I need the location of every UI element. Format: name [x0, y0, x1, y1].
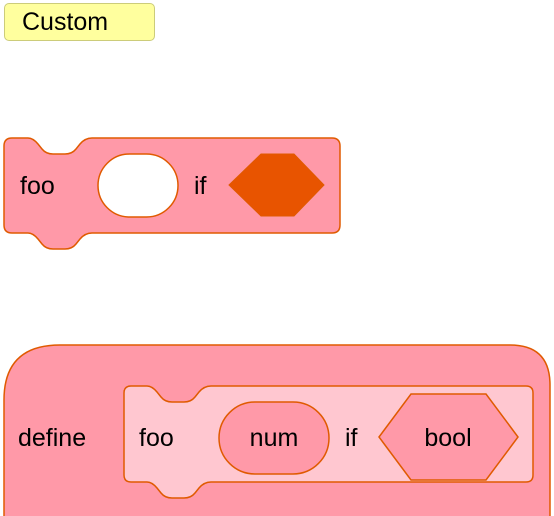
boolean-input-slot[interactable] — [228, 153, 325, 217]
param-num-reporter[interactable] — [218, 401, 330, 475]
define-prototype-block[interactable]: foo num if bool — [123, 385, 534, 499]
prototype-name: foo — [139, 424, 174, 452]
number-input-slot[interactable] — [97, 153, 179, 218]
define-hat-block[interactable]: define foo num if bool — [3, 344, 551, 516]
param-num-label: num — [250, 424, 299, 452]
custom-call-block-foo[interactable]: foo if — [3, 137, 341, 250]
call-block-name: foo — [20, 172, 55, 200]
define-keyword: define — [18, 424, 86, 452]
call-block-if-label: if — [194, 172, 207, 200]
category-custom-label[interactable]: Custom — [4, 3, 155, 41]
param-bool-label: bool — [424, 424, 471, 452]
param-bool-reporter[interactable] — [378, 393, 519, 481]
prototype-if-label: if — [345, 424, 358, 452]
